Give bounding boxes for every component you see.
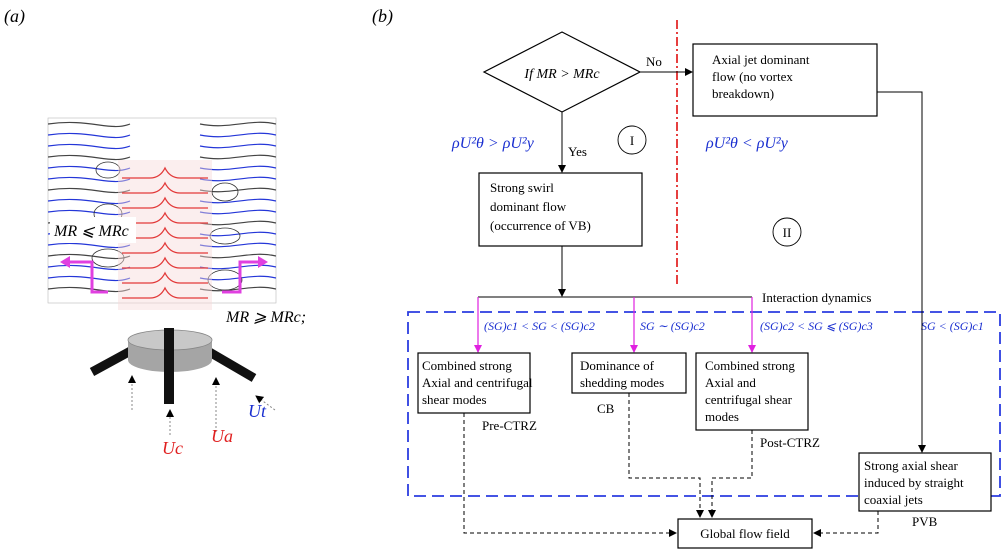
box-cb-line: shedding modes <box>580 375 664 390</box>
streamline <box>48 242 276 249</box>
box-precrtz-line: shear modes <box>422 392 487 407</box>
interaction-label: Interaction dynamics <box>762 290 871 305</box>
streamline <box>48 209 276 216</box>
label-ut: Ut <box>248 401 267 421</box>
swirl-box-line: Strong swirl <box>490 180 554 195</box>
label-uc: Uc <box>162 438 183 458</box>
panel-a-label: (a) <box>4 6 25 27</box>
box-postcrtz-line: centrifugal shear <box>705 392 793 407</box>
streamline <box>48 165 276 172</box>
label-mr-le: MR ⩽ MRc <box>53 223 129 240</box>
condition-4: SG < (SG)c1 <box>921 319 984 333</box>
axial-box-line: Axial jet dominant <box>712 52 810 67</box>
tag-cb: CB <box>597 401 615 416</box>
velocity-profile <box>122 211 208 224</box>
panel-b-label: (b) <box>372 6 393 27</box>
swirler-device <box>89 328 257 404</box>
flow-visualization <box>47 117 277 310</box>
streamline <box>48 132 276 139</box>
velocity-profile <box>122 196 208 209</box>
post-ctrz-box <box>695 352 809 431</box>
velocity-profiles <box>122 166 208 299</box>
condition-1: (SG)c1 < SG < (SG)c2 <box>484 319 595 333</box>
swirl-box-line: (occurrence of VB) <box>490 218 591 233</box>
label-ua: Ua <box>211 426 233 446</box>
axial-box-line: breakdown) <box>712 86 774 101</box>
streamline <box>48 154 276 161</box>
streamline <box>48 143 276 150</box>
velocity-profile <box>122 226 208 239</box>
velocity-profile <box>122 256 208 269</box>
region-i-circle <box>617 125 647 155</box>
streamline <box>48 198 276 205</box>
vortex-contour <box>207 269 243 291</box>
yes-label: Yes <box>568 144 587 159</box>
streamline <box>48 187 276 194</box>
axial-jet-box <box>692 43 878 117</box>
region-ii-circle <box>772 217 802 247</box>
strong-swirl-box <box>478 172 643 247</box>
cb-box <box>571 352 687 394</box>
interaction-dashed-box <box>407 311 1001 497</box>
tag-post-ctrz: Post-CTRZ <box>760 435 820 450</box>
eq-right: ρU²θ < ρU²y <box>705 135 789 152</box>
swirl-box-line: dominant flow <box>490 199 567 214</box>
recirculation-arrow-right <box>222 260 258 294</box>
box-postcrtz-line: Combined strong <box>705 358 795 373</box>
axial-box-line: flow (no vortex <box>712 69 793 84</box>
region-ii-label: II <box>783 225 792 240</box>
box-precrtz-line: Axial and centrifugal <box>422 375 533 390</box>
box-pvb-line: induced by straight <box>864 475 964 490</box>
recirculation-arrow-left <box>70 260 108 294</box>
global-flow-label: Global flow field <box>700 526 790 541</box>
box-precrtz-line: Combined strong <box>422 358 512 373</box>
no-label: No <box>646 54 662 69</box>
pvb-box-frame <box>858 452 992 512</box>
box-pvb-line: coaxial jets <box>864 492 923 507</box>
region-i-label: I <box>630 133 634 148</box>
vortex-contour <box>91 248 125 268</box>
pre-ctrz-box <box>417 352 531 414</box>
velocity-profile <box>122 271 208 284</box>
box-postcrtz-line: modes <box>705 409 739 424</box>
condition-3: (SG)c2 < SG ⩽ (SG)c3 <box>760 319 873 333</box>
velocity-profile <box>122 181 208 194</box>
streamline <box>48 121 276 128</box>
box-cb-line: Dominance of <box>580 358 655 373</box>
velocity-profile <box>122 286 208 299</box>
eq-left: ρU²θ > ρU²y <box>451 135 535 152</box>
vortex-contour <box>209 227 241 245</box>
velocity-profile <box>122 241 208 254</box>
global-flow-box <box>677 518 813 549</box>
streamline <box>48 176 276 183</box>
velocity-profile <box>122 166 208 179</box>
box-postcrtz-line: Axial and <box>705 375 756 390</box>
tag-pre-ctrz: Pre-CTRZ <box>482 418 537 433</box>
vortex-contour <box>95 161 121 179</box>
decision-text: If MR > MRc <box>523 67 600 82</box>
box-pvb-line: Strong axial shear <box>864 458 959 473</box>
label-mr-ge: MR ⩾ MRc; <box>225 309 306 326</box>
condition-2: SG ∼ (SG)c2 <box>640 319 705 333</box>
vortex-contour <box>211 182 239 202</box>
tag-pvb: PVB <box>912 514 938 529</box>
